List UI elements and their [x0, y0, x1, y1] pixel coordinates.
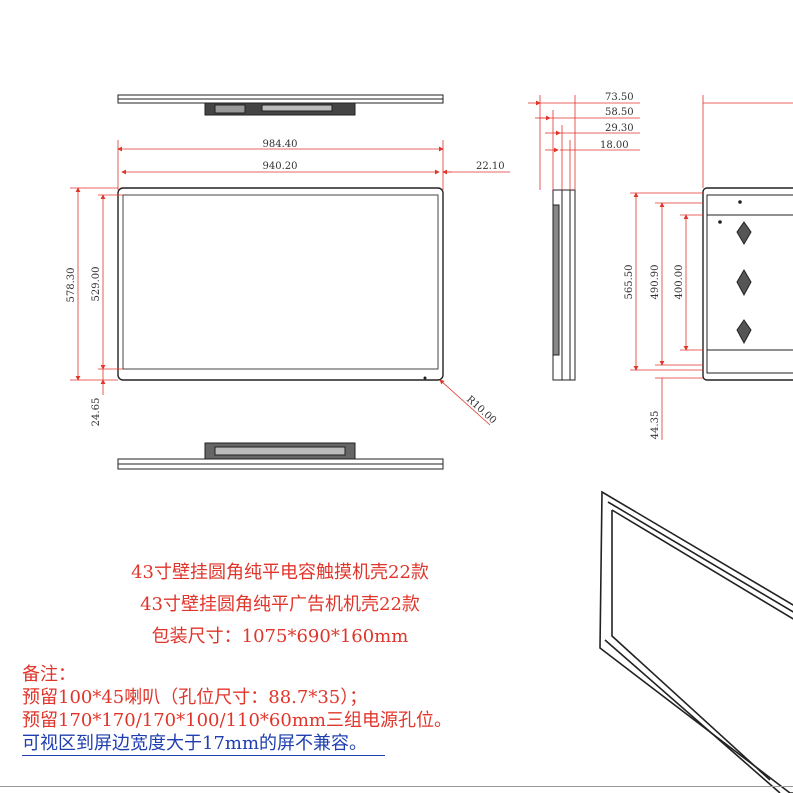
label-depth-c: 29.30	[605, 123, 634, 134]
label-bottom-bezel: 24.65	[91, 398, 102, 427]
label-depth-b: 58.50	[605, 107, 634, 118]
label-depth-total: 73.50	[605, 92, 634, 103]
dim-inner-height	[98, 194, 123, 370]
dim-corner-radius	[439, 379, 491, 426]
dim-outer-height	[70, 187, 118, 381]
label-back-bottom: 44.35	[650, 411, 661, 440]
label-inner-height: 529.00	[91, 267, 102, 302]
side-view	[552, 189, 576, 381]
packing-size: 包装尺寸：1075*690*160mm	[151, 626, 409, 647]
dim-depths	[528, 95, 640, 190]
label-front-inner-width: 940.20	[263, 161, 298, 172]
label-back-height-a: 565.50	[624, 265, 635, 300]
isometric-view	[599, 490, 793, 793]
title-line-1: 43寸壁挂圆角纯平电容触摸机壳22款	[131, 562, 429, 583]
bottom-view	[117, 442, 444, 470]
label-depth-d: 18.00	[600, 140, 629, 151]
dim-front-outer-width	[117, 140, 444, 190]
note-line-1: 预留100*45喇叭（孔位尺寸：88.7*35）；	[22, 687, 368, 708]
note-line-2: 预留170*170/170*100/110*60mm三组电源孔位。	[22, 710, 452, 731]
dim-back	[630, 95, 793, 440]
back-view	[702, 187, 793, 381]
title-line-2: 43寸壁挂圆角纯平广告机机壳22款	[140, 594, 420, 615]
label-back-height-b: 490.90	[650, 265, 661, 300]
bottom-rule	[0, 786, 793, 787]
label-outer-height: 578.30	[66, 268, 77, 303]
label-back-height-c: 400.00	[674, 265, 685, 300]
label-front-outer-width: 984.40	[263, 139, 298, 150]
label-bezel-offset: 22.10	[476, 161, 505, 172]
note-line-3: 可视区到屏边宽度大于17mm的屏不兼容。	[22, 732, 386, 756]
notes-heading: 备注：	[22, 664, 76, 685]
label-corner-radius: R10.00	[464, 394, 498, 426]
front-view	[117, 187, 444, 381]
top-view	[117, 94, 444, 116]
